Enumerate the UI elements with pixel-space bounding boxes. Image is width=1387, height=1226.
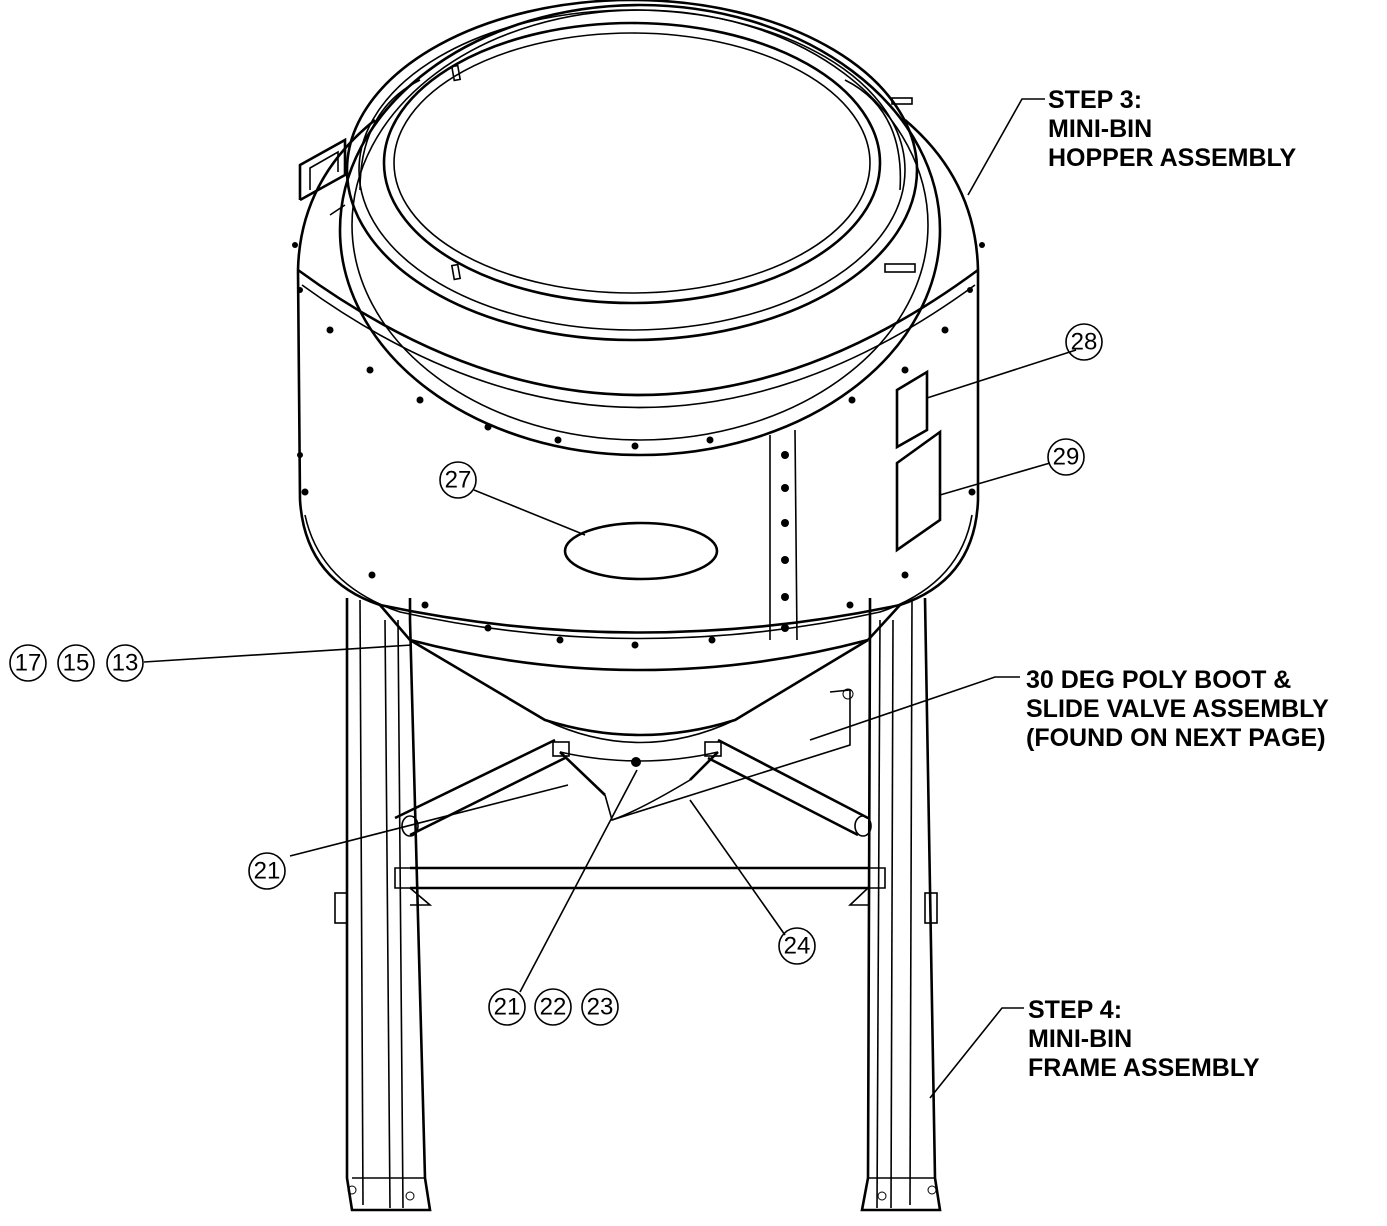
balloon-28-label: 28 (1071, 329, 1098, 356)
callout-boot-line3: (FOUND ON NEXT PAGE) (1026, 724, 1326, 752)
balloon-23-label: 23 (587, 994, 614, 1021)
hopper-cone (409, 638, 869, 822)
callout-boot: 30 DEG POLY BOOT & SLIDE VALVE ASSEMBLY … (1026, 666, 1329, 752)
balloon-13-label: 13 (112, 650, 139, 677)
callout-step4-line2: MINI-BIN (1028, 1025, 1132, 1053)
balloon-21-left: 21 (248, 852, 286, 890)
callout-step3-line3: HOPPER ASSEMBLY (1048, 144, 1297, 172)
balloon-29-label: 29 (1053, 444, 1080, 471)
balloon-17-label: 17 (15, 650, 42, 677)
balloon-15-label: 15 (63, 650, 90, 677)
balloon-21-bottom-label: 21 (494, 994, 521, 1021)
hopper-lid (298, 0, 942, 457)
frame-legs (334, 597, 942, 1212)
callout-step4-line3: FRAME ASSEMBLY (1028, 1054, 1260, 1082)
callout-step4-line1: STEP 4: (1028, 996, 1122, 1024)
callout-boot-line1: 30 DEG POLY BOOT & (1026, 666, 1291, 694)
balloon-24: 24 (778, 927, 816, 965)
balloon-28: 28 (1065, 323, 1103, 361)
callout-step3-line1: STEP 3: (1048, 86, 1142, 114)
callout-step4: STEP 4: MINI-BIN FRAME ASSEMBLY (1028, 996, 1260, 1082)
balloon-21-left-label: 21 (254, 858, 281, 885)
balloon-22-label: 22 (540, 994, 567, 1021)
balloon-21-bottom: 21 (488, 988, 526, 1026)
balloon-29: 29 (1047, 438, 1085, 476)
callout-step3: STEP 3: MINI-BIN HOPPER ASSEMBLY (1048, 86, 1297, 172)
balloon-27-label: 27 (445, 467, 472, 494)
leader-lines (143, 98, 1077, 1099)
balloon-13: 13 (106, 644, 144, 682)
balloon-24-label: 24 (784, 933, 811, 960)
balloon-15: 15 (57, 644, 95, 682)
balloon-27: 27 (439, 461, 477, 499)
callout-boot-line2: SLIDE VALVE ASSEMBLY (1026, 695, 1329, 723)
hopper-body (292, 118, 985, 649)
balloon-17: 17 (9, 644, 47, 682)
callout-step3-line2: MINI-BIN (1048, 115, 1152, 143)
balloon-23: 23 (581, 988, 619, 1026)
balloon-22: 22 (534, 988, 572, 1026)
